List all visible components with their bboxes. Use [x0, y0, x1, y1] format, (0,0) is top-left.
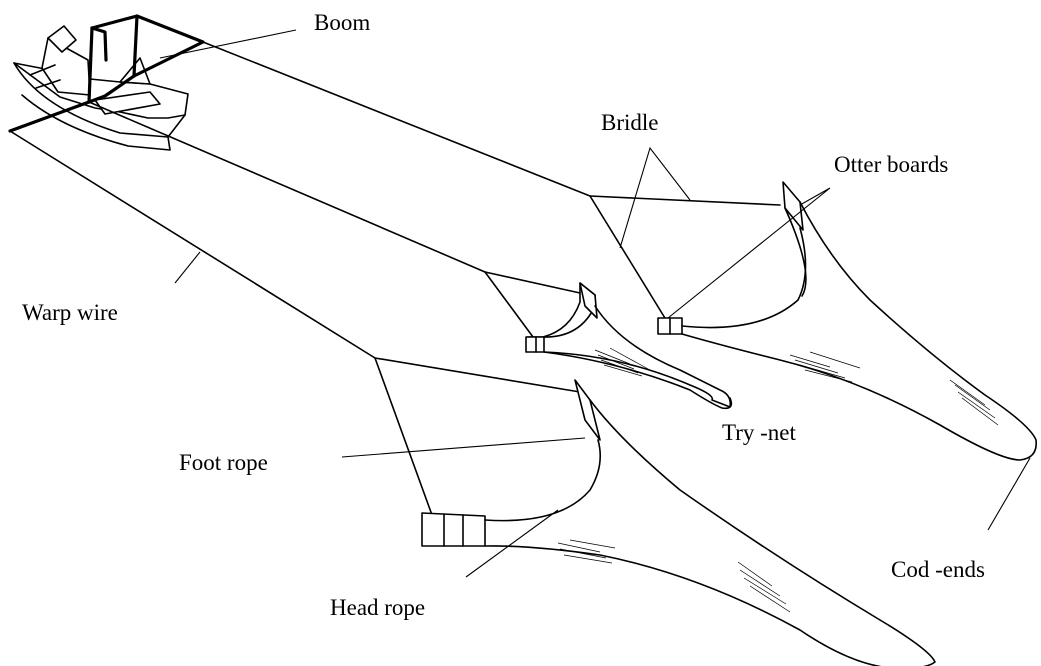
trawler-vessel	[13, 25, 189, 151]
upper-net-mesh-1	[789, 351, 861, 383]
label-foot-rope: Foot rope	[179, 450, 268, 475]
warp-wires	[9, 41, 591, 359]
label-bridle: Bridle	[601, 110, 659, 135]
lower-trawl-net	[374, 357, 936, 666]
label-cod-ends: Cod -ends	[891, 557, 985, 582]
label-try-net: Try -net	[722, 420, 797, 445]
upper-net-mesh-2	[949, 379, 999, 426]
lower-net-mesh-1	[557, 539, 616, 564]
boom-frame	[8, 14, 205, 133]
label-boom: Boom	[314, 10, 370, 35]
label-head-rope: Head rope	[330, 595, 425, 620]
leader-lines	[159, 29, 1031, 578]
label-otter-boards: Otter boards	[834, 152, 948, 177]
try-net	[484, 271, 733, 410]
upper-trawl-net	[589, 181, 1037, 461]
label-warp-wire: Warp wire	[22, 300, 118, 325]
try-net-mesh	[594, 347, 651, 377]
lower-net-mesh-2	[737, 561, 791, 613]
